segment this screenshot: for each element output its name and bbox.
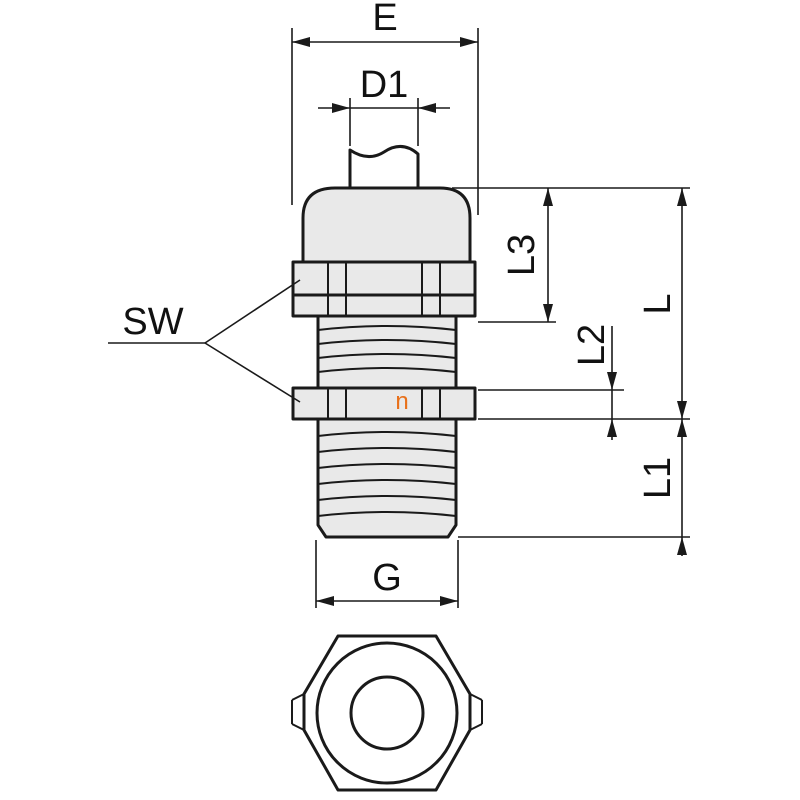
side-view xyxy=(291,145,477,539)
dimension-E: E xyxy=(291,0,479,215)
middle-thread xyxy=(316,314,458,390)
dimension-L1: L1 xyxy=(458,418,690,556)
dome-cap xyxy=(301,186,472,264)
label-E: E xyxy=(372,0,397,39)
dimension-D1: D1 xyxy=(318,64,450,146)
label-G: G xyxy=(372,557,402,599)
lower-thread xyxy=(316,417,458,539)
inner-bore xyxy=(349,675,425,751)
label-D1: D1 xyxy=(360,64,409,106)
label-L2: L2 xyxy=(571,324,613,366)
label-n: n xyxy=(395,388,408,415)
label-L: L xyxy=(637,293,679,314)
label-L3: L3 xyxy=(501,234,543,276)
lower-hex-nut xyxy=(291,386,477,421)
dimension-L: L xyxy=(556,187,690,419)
top-view xyxy=(291,634,483,792)
dimension-SW: SW xyxy=(108,279,301,403)
cable xyxy=(348,145,420,190)
dimension-G: G xyxy=(315,540,459,608)
upper-hex-nut xyxy=(291,260,477,318)
dimension-L3: L3 xyxy=(452,187,556,323)
dimension-L2: L2 xyxy=(478,324,624,440)
label-SW: SW xyxy=(122,301,183,343)
label-L1: L1 xyxy=(637,457,679,499)
